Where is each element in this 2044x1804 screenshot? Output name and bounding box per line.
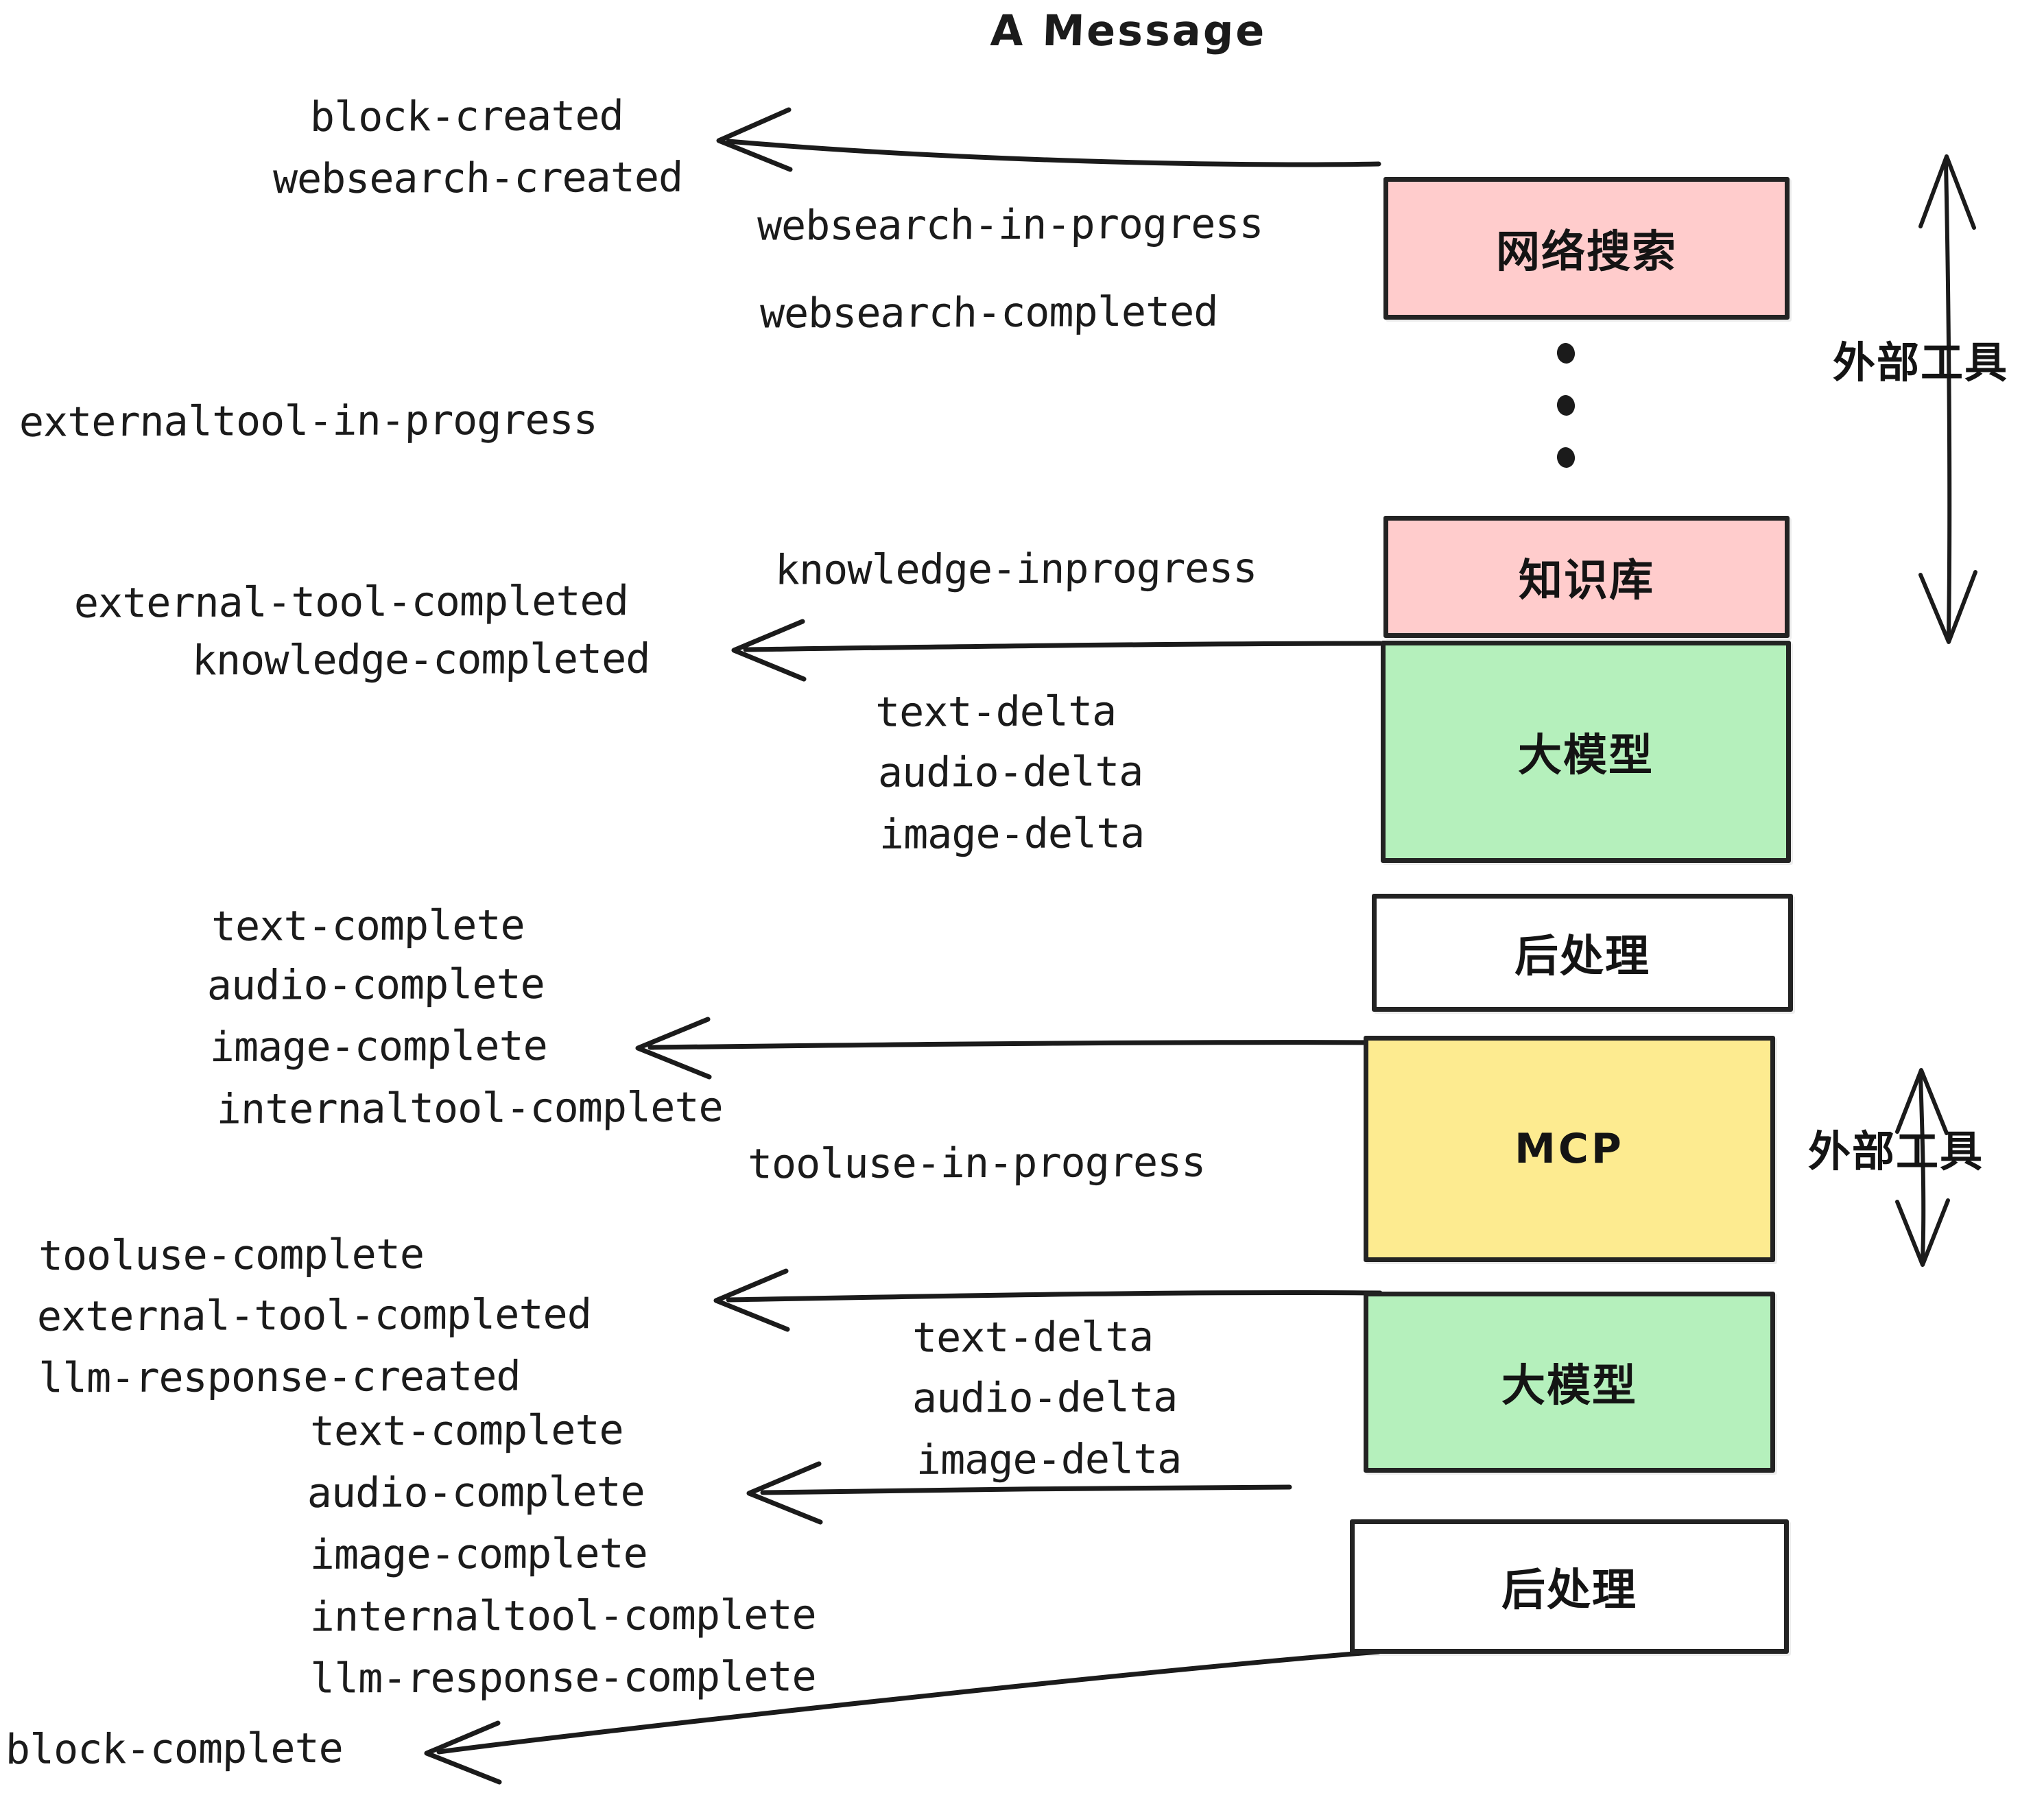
- event-audio-delta-1: audio-delta: [877, 748, 1143, 797]
- event-websearch-completed: websearch-completed: [759, 287, 1218, 338]
- event-text-complete-1: text-complete: [211, 901, 525, 951]
- event-tooluse-in-progress: tooluse-in-progress: [747, 1138, 1206, 1189]
- event-knowledge-inprogress: knowledge-inprogress: [774, 544, 1258, 595]
- event-llm-response-complete: llm-response-complete: [309, 1652, 817, 1703]
- event-image-delta-1: image-delta: [879, 809, 1145, 859]
- event-llm-response-created: llm-response-created: [38, 1352, 521, 1403]
- ellipsis-dots: [1556, 342, 1576, 469]
- dot-1: [1556, 342, 1576, 365]
- event-image-complete-1: image-complete: [209, 1021, 548, 1072]
- event-audio-complete-1: audio-complete: [206, 960, 545, 1010]
- node-knowledge[interactable]: 知识库: [1383, 516, 1790, 638]
- arrow-llm1-to-knowledge-completed: [731, 619, 1383, 682]
- event-websearch-in-progress: websearch-in-progress: [757, 200, 1264, 250]
- annotation-external-tools-bottom: 外部工具: [1808, 1126, 1984, 1176]
- event-internaltool-complete-1: internaltool-complete: [216, 1083, 724, 1134]
- event-text-complete-2: text-complete: [309, 1406, 624, 1456]
- event-image-delta-2: image-delta: [916, 1435, 1182, 1484]
- event-internaltool-complete-2: internaltool-complete: [309, 1591, 817, 1641]
- node-postprocessing-2[interactable]: 后处理: [1350, 1519, 1789, 1654]
- arrow-mcp-to-image-complete: [635, 1017, 1383, 1080]
- event-block-complete: block-complete: [5, 1724, 344, 1775]
- node-llm-1-label: 大模型: [1518, 731, 1654, 781]
- node-websearch-label: 网络搜索: [1496, 227, 1677, 278]
- node-llm-1[interactable]: 大模型: [1381, 641, 1791, 863]
- event-text-delta-1: text-delta: [875, 687, 1117, 737]
- page-title: A Message: [989, 5, 1268, 56]
- node-llm-2-label: 大模型: [1501, 1361, 1637, 1412]
- event-tooluse-complete: tooluse-complete: [38, 1230, 425, 1281]
- node-knowledge-label: 知识库: [1519, 556, 1654, 606]
- dot-3: [1556, 446, 1576, 469]
- event-external-tool-completed-1: external-tool-completed: [73, 577, 629, 628]
- event-audio-delta-2: audio-delta: [912, 1373, 1178, 1423]
- dot-2: [1556, 394, 1576, 417]
- event-external-tool-completed-2: external-tool-completed: [36, 1290, 592, 1341]
- node-websearch[interactable]: 网络搜索: [1383, 177, 1790, 320]
- node-mcp-label: MCP: [1514, 1125, 1624, 1173]
- event-text-delta-2: text-delta: [912, 1313, 1154, 1362]
- event-audio-complete-2: audio-complete: [307, 1467, 645, 1518]
- node-mcp[interactable]: MCP: [1364, 1036, 1775, 1262]
- node-llm-2[interactable]: 大模型: [1364, 1292, 1775, 1473]
- event-knowledge-completed: knowledge-completed: [191, 634, 650, 685]
- node-postprocessing-1-label: 后处理: [1514, 931, 1650, 982]
- arrow-websearch-to-block-created: [716, 107, 1381, 172]
- node-postprocessing-2-label: 后处理: [1501, 1565, 1637, 1616]
- external-tools-arrow-top: [1918, 154, 1977, 644]
- event-websearch-created: websearch-created: [272, 153, 683, 204]
- event-block-created: block-created: [309, 92, 624, 141]
- node-postprocessing-1[interactable]: 后处理: [1372, 894, 1793, 1012]
- annotation-external-tools-top: 外部工具: [1833, 337, 2009, 388]
- event-externaltool-in-progress: externaltool-in-progress: [19, 396, 598, 447]
- event-image-complete-2: image-complete: [309, 1529, 648, 1580]
